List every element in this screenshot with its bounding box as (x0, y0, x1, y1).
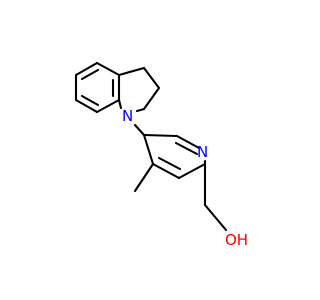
pyridine-ring (142, 133, 207, 180)
c-o-bond (203, 203, 228, 232)
indoline-nitrogen-label: N (122, 107, 133, 125)
molecule-structure: N N OH (74, 61, 248, 249)
molecule-canvas: N N OH (74, 61, 249, 249)
pyridine-nitrogen-label: N (197, 143, 208, 161)
benzene-ring (74, 61, 121, 114)
n-aryl-bond (133, 123, 146, 137)
hydroxyl-label: OH (225, 231, 248, 249)
pyrroline-ring (117, 66, 161, 113)
methyl-bond (133, 162, 155, 193)
